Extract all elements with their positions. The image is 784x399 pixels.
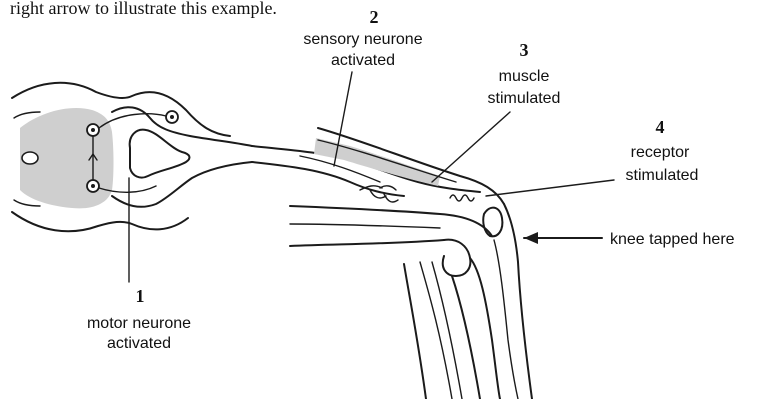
knee-joint: [404, 204, 532, 399]
label-3-line-1: muscle: [499, 68, 550, 85]
label-2: 2 sensory neurone activated: [303, 7, 422, 69]
spinal-cord: [12, 83, 252, 231]
label-2-line-1: sensory neurone: [303, 31, 422, 48]
top-caption: right arrow to illustrate this example.: [10, 0, 277, 18]
label-1-line-2: activated: [107, 335, 171, 352]
label-1-number: 1: [136, 286, 145, 306]
label-4: 4 receptor stimulated: [626, 117, 699, 184]
label-3-number: 3: [520, 40, 529, 60]
label-1-line-1: motor neurone: [87, 315, 191, 332]
label-4-line-1: receptor: [631, 144, 690, 161]
knee-tapped-label: knee tapped here: [610, 231, 735, 248]
label-2-line-2: activated: [331, 52, 395, 69]
label-4-number: 4: [656, 117, 665, 137]
label-1: 1 motor neurone activated: [87, 286, 191, 352]
label-4-line-2: stimulated: [626, 167, 699, 184]
patella: [483, 208, 502, 237]
label-3: 3 muscle stimulated: [488, 40, 561, 107]
label-3-line-2: stimulated: [488, 90, 561, 107]
knee-tap-arrow: [524, 232, 602, 244]
label-2-number: 2: [370, 7, 379, 27]
